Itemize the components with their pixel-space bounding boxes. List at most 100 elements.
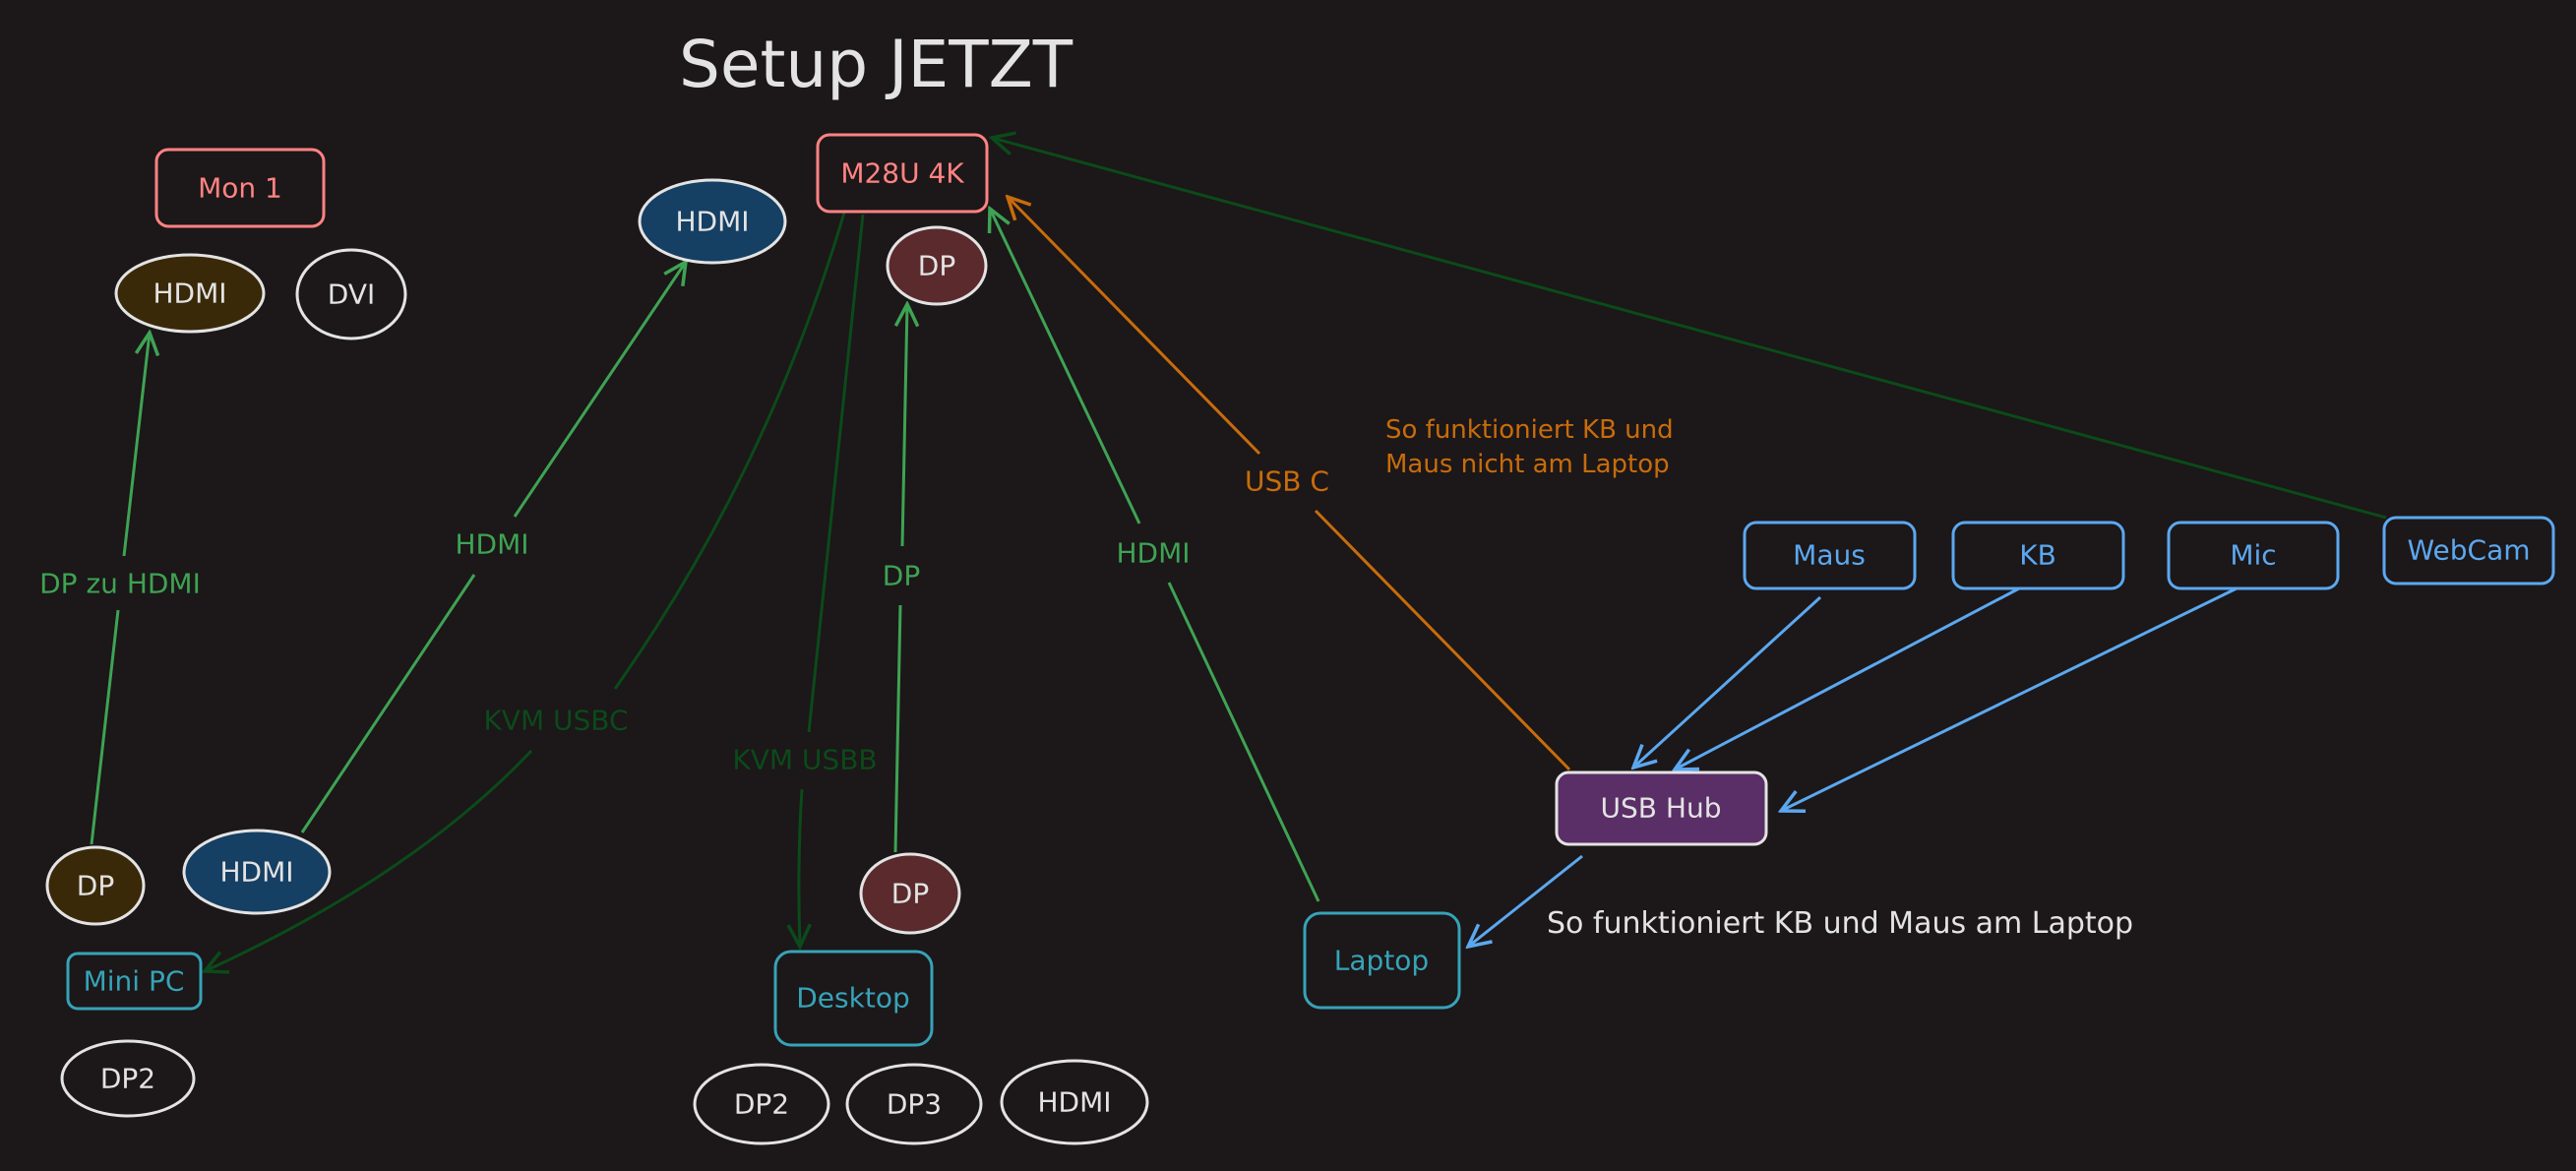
node-mon1-dvi[interactable]: DVI: [295, 248, 407, 340]
note-not-working-line1: So funktioniert KB und: [1385, 415, 1674, 445]
edge-line: [1167, 582, 1320, 902]
edge-kb-to-hub: [1675, 586, 2020, 770]
edge-webcam-to-m28u: [992, 138, 2387, 520]
port-ellipse: [693, 1063, 830, 1145]
node-minipc[interactable]: Mini PC: [66, 952, 203, 1011]
node-kb[interactable]: KB: [1951, 521, 2125, 590]
edge-label-kvm-usbc: KVM USBC: [483, 705, 628, 737]
port-label: DP: [891, 878, 929, 910]
port-label: HDMI: [219, 856, 293, 889]
edge-label-hdmi: HDMI: [1116, 537, 1190, 570]
node-webcam[interactable]: WebCam: [2382, 516, 2555, 586]
edge-label-kvm-usbb: KVM USBB: [732, 744, 877, 776]
node-mon1-hdmi[interactable]: HDMI: [114, 253, 266, 334]
port-ellipse: [182, 829, 332, 915]
node-minipc-dp2[interactable]: DP2: [60, 1039, 196, 1118]
edge-kvm-usbc: KVM USBC: [205, 212, 846, 971]
edge-line: [902, 304, 907, 547]
edge-line: [122, 333, 150, 557]
edge-mic-to-hub: [1781, 586, 2238, 811]
node-label: Mon 1: [198, 172, 282, 205]
node-desktop-dp3[interactable]: DP3: [845, 1063, 983, 1145]
node-m28u-hdmi[interactable]: HDMI: [638, 178, 787, 265]
port-label: DP3: [887, 1088, 942, 1121]
note-not-working-line2: Maus nicht am Laptop: [1385, 450, 1670, 479]
edge-usb-c: USB C: [1008, 197, 1571, 771]
port-label: DP: [918, 250, 955, 282]
edge-label-dp: DP: [883, 560, 920, 592]
node-m28u[interactable]: M28U 4K: [816, 133, 989, 214]
node-label: Maus: [1793, 539, 1866, 572]
diagram-title: Setup JETZT: [679, 27, 1073, 102]
port-ellipse: [886, 225, 988, 306]
port-label: DP: [77, 870, 114, 902]
edge-line: [300, 574, 476, 833]
port-ellipse: [1000, 1059, 1149, 1145]
node-maus[interactable]: Maus: [1743, 521, 1917, 590]
node-label: WebCam: [2407, 534, 2530, 567]
port-label: DP2: [734, 1088, 789, 1121]
node-label: KB: [2019, 539, 2056, 572]
edge-minipc-hdmi: HDMI: [300, 262, 686, 833]
edge-line: [613, 212, 846, 690]
port-label: DVI: [328, 278, 375, 311]
port-ellipse: [638, 178, 787, 265]
node-desktop-dp2[interactable]: DP2: [693, 1063, 830, 1145]
note-working: So funktioniert KB und Maus am Laptop: [1547, 906, 2133, 941]
node-label: Desktop: [796, 982, 909, 1015]
edge-line: [205, 749, 533, 971]
node-desktop-hdmi[interactable]: HDMI: [1000, 1059, 1149, 1145]
node-label: Laptop: [1334, 945, 1429, 977]
edge-label-usb-c: USB C: [1245, 465, 1329, 498]
port-ellipse: [295, 248, 407, 340]
node-label: USB Hub: [1601, 792, 1722, 825]
node-box: [1951, 521, 2125, 590]
node-mic[interactable]: Mic: [2167, 521, 2340, 590]
edge-line: [990, 209, 1141, 524]
edge-laptop-hdmi: HDMI: [990, 209, 1320, 902]
edge-line: [513, 262, 686, 518]
edge-desktop-dp: DP: [883, 304, 920, 853]
node-label: Mini PC: [84, 965, 185, 998]
node-box: [2167, 521, 2340, 590]
node-box: [773, 950, 934, 1047]
node-box: [816, 133, 989, 214]
edge-label-hdmi: HDMI: [455, 528, 528, 561]
edge-line: [807, 214, 865, 733]
node-mon1[interactable]: Mon 1: [154, 148, 326, 228]
edge-line: [1008, 197, 1261, 456]
node-label: Mic: [2230, 539, 2276, 572]
port-ellipse: [114, 253, 266, 334]
edge-maus-to-hub: [1633, 595, 1822, 768]
port-ellipse: [859, 852, 961, 935]
edge-line: [90, 609, 120, 845]
node-box: [66, 952, 203, 1011]
edge-hub-to-laptop: [1468, 854, 1583, 947]
node-desktop-dp[interactable]: DP: [859, 852, 961, 935]
node-box: [2382, 516, 2555, 586]
port-ellipse: [60, 1039, 196, 1118]
node-label: M28U 4K: [840, 157, 964, 190]
port-label: DP2: [100, 1063, 155, 1095]
edge-line: [799, 788, 802, 947]
port-ellipse: [845, 1063, 983, 1145]
port-label: HDMI: [675, 206, 749, 238]
edge-dp-zu-hdmi: DP zu HDMI: [39, 333, 201, 845]
port-label: HDMI: [153, 277, 226, 310]
node-minipc-hdmi[interactable]: HDMI: [182, 829, 332, 915]
node-box: [1555, 770, 1768, 846]
edge-line: [1314, 509, 1571, 771]
node-laptop[interactable]: Laptop: [1303, 911, 1461, 1010]
node-desktop[interactable]: Desktop: [773, 950, 934, 1047]
node-box: [1303, 911, 1461, 1010]
edge-label-dp-zu-hdmi: DP zu HDMI: [39, 568, 201, 600]
node-m28u-dp[interactable]: DP: [886, 225, 988, 306]
edge-line: [893, 604, 902, 853]
node-minipc-dp[interactable]: DP: [45, 845, 146, 926]
node-usb-hub[interactable]: USB Hub: [1555, 770, 1768, 846]
port-ellipse: [45, 845, 146, 926]
edge-kvm-usbb: KVM USBB: [732, 214, 878, 947]
node-box: [154, 148, 326, 228]
port-label: HDMI: [1037, 1086, 1111, 1119]
